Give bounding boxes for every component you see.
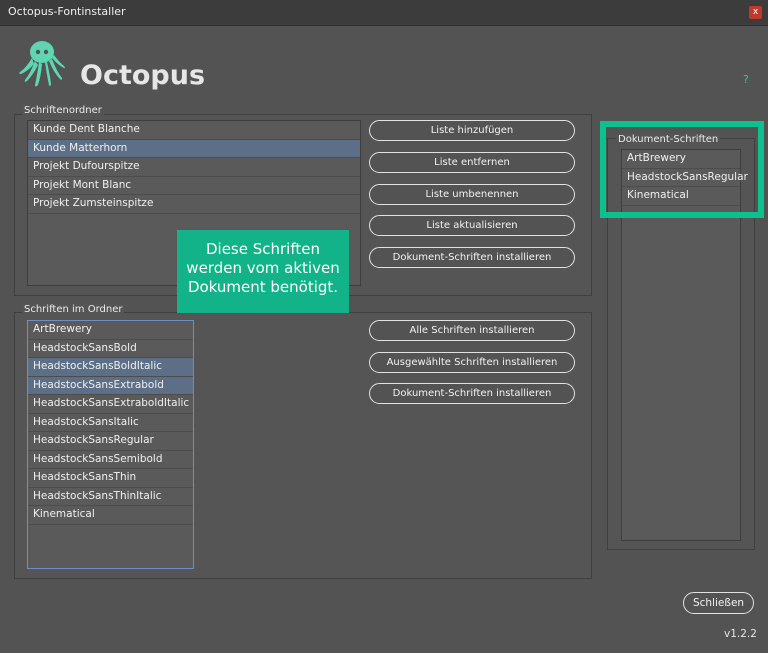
font-item[interactable]: HeadstockSansThinItalic (28, 488, 193, 506)
install-document-fonts-button-2[interactable]: Dokument-Schriften installieren (369, 383, 575, 404)
fonts-list[interactable]: ArtBrewery HeadstockSansBold HeadstockSa… (27, 320, 194, 569)
font-item[interactable]: HeadstockSansBoldItalic (28, 358, 193, 377)
font-item[interactable]: HeadstockSansItalic (28, 414, 193, 432)
tooltip-line: werden vom aktiven (186, 259, 340, 277)
rename-list-button[interactable]: Liste umbenennen (369, 184, 575, 205)
folder-item[interactable]: Projekt Zumsteinspitze (28, 195, 360, 214)
app-name: Octopus (80, 60, 206, 91)
fonts-group-label: Schriften im Ordner (22, 304, 125, 315)
tooltip-line: Dokument benötigt. (187, 278, 339, 296)
font-item[interactable]: HeadstockSansThin (28, 469, 193, 488)
document-fonts-list[interactable]: ArtBrewery HeadstockSansRegular Kinemati… (621, 149, 748, 541)
font-item[interactable]: HeadstockSansSemibold (28, 451, 193, 469)
document-font-item[interactable]: ArtBrewery (622, 150, 740, 169)
font-item[interactable]: HeadstockSansExtrabold (28, 376, 193, 395)
help-icon[interactable]: ? (743, 73, 749, 86)
window-close-button[interactable]: x (749, 6, 762, 19)
refresh-list-button[interactable]: Liste aktualisieren (369, 215, 575, 236)
folder-item[interactable]: Kunde Matterhorn (28, 139, 360, 158)
add-list-button[interactable]: Liste hinzufügen (369, 120, 575, 141)
octopus-icon (16, 38, 66, 90)
tooltip-line: Diese Schriften (205, 240, 320, 258)
font-item[interactable]: HeadstockSansRegular (28, 432, 193, 451)
title-bar: Octopus-Fontinstaller x (0, 0, 768, 26)
font-item[interactable]: HeadstockSansExtraboldItalic (28, 395, 193, 414)
remove-list-button[interactable]: Liste entfernen (369, 152, 575, 173)
document-font-item[interactable]: Kinematical (622, 187, 740, 206)
tooltip-callout: Diese Schriften werden vom aktiven Dokum… (177, 230, 349, 313)
window-title: Octopus-Fontinstaller (8, 5, 126, 18)
document-fonts-label: Dokument-Schriften (616, 134, 721, 145)
install-all-fonts-button[interactable]: Alle Schriften installieren (369, 320, 575, 341)
font-item[interactable]: HeadstockSansBold (28, 340, 193, 358)
folder-item[interactable]: Projekt Mont Blanc (28, 177, 360, 195)
folder-item[interactable]: Kunde Dent Blanche (28, 121, 360, 140)
install-selected-fonts-button[interactable]: Ausgewählte Schriften installieren (369, 352, 575, 373)
close-button[interactable]: Schließen (683, 592, 754, 614)
font-item[interactable]: ArtBrewery (28, 321, 193, 340)
font-item[interactable]: Kinematical (28, 506, 193, 525)
folders-group-label: Schriftenordner (22, 105, 104, 116)
install-document-fonts-button[interactable]: Dokument-Schriften installieren (369, 247, 575, 268)
document-font-item[interactable]: HeadstockSansRegular (622, 169, 748, 187)
version-label: v1.2.2 (724, 628, 757, 640)
folder-item[interactable]: Projekt Dufourspitze (28, 158, 360, 177)
